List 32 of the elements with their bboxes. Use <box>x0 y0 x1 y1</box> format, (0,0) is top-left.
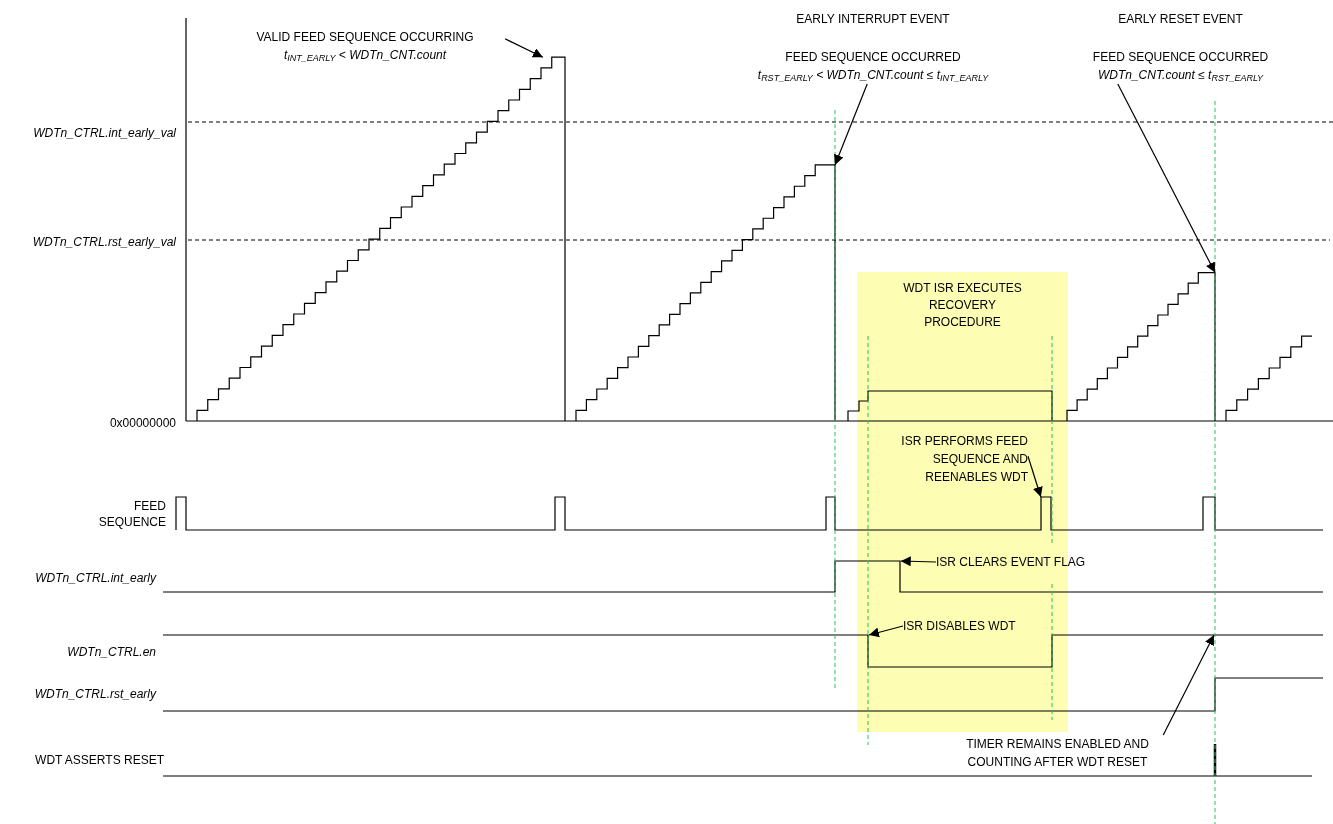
feed-sequence-waveform <box>175 496 1324 531</box>
condition-text: WDTn_CNT.count ≤ t$_{RST_EARLY}$ <box>1096 67 1265 84</box>
signal-label: 0x00000000 <box>108 415 176 431</box>
signal-label: WDTn_CTRL.int_early_val <box>32 125 176 141</box>
annotation-text: FEED SEQUENCE OCCURRED <box>784 49 962 66</box>
leader-arrow <box>834 83 868 166</box>
signal-label: WDTn_CTRL.rst_early_val <box>31 234 176 250</box>
event-heading: EARLY INTERRUPT EVENT <box>795 11 951 28</box>
condition-text: t$_{INT_EARLY}$ < WDTn_CNT.count <box>282 47 448 64</box>
leader-arrow <box>868 625 904 638</box>
annotation-text: ISR DISABLES WDT <box>903 618 1016 635</box>
signal-label: FEED SEQUENCE <box>97 498 166 530</box>
leader-arrow <box>1027 455 1043 498</box>
leader-arrow <box>900 556 937 567</box>
annotation-text: TIMER REMAINS ENABLED AND COUNTING AFTER WDT RESET <box>965 736 1150 771</box>
condition-text: t$_{RST_EARLY}$ < WDTn_CNT.count ≤ t$_{INT_EARLY}$ <box>756 67 990 84</box>
leader-arrow <box>1162 634 1215 736</box>
leader-arrow <box>504 38 544 58</box>
signal-label: WDTn_CTRL.en <box>66 644 156 660</box>
region-title: WDT ISR EXECUTES RECOVERY PROCEDURE <box>902 280 1023 331</box>
signal-label: WDT ASSERTS RESET <box>34 752 164 768</box>
signal-label: WDTn_CTRL.rst_early <box>33 686 156 702</box>
annotation-text: VALID FEED SEQUENCE OCCURRING <box>255 29 475 46</box>
annotation-text: FEED SEQUENCE OCCURRED <box>1091 49 1270 66</box>
leader-arrow <box>1117 83 1216 274</box>
signal-label: WDTn_CTRL.int_early <box>34 570 156 586</box>
counter-staircase <box>575 164 836 422</box>
counter-staircase <box>1066 272 1216 422</box>
annotation-text: ISR PERFORMS FEED SEQUENCE AND REENABLES WDT <box>900 433 1028 486</box>
enable-waveform <box>162 634 1324 668</box>
event-heading: EARLY RESET EVENT <box>1117 11 1244 28</box>
annotation-text: ISR CLEARS EVENT FLAG <box>936 554 1086 571</box>
